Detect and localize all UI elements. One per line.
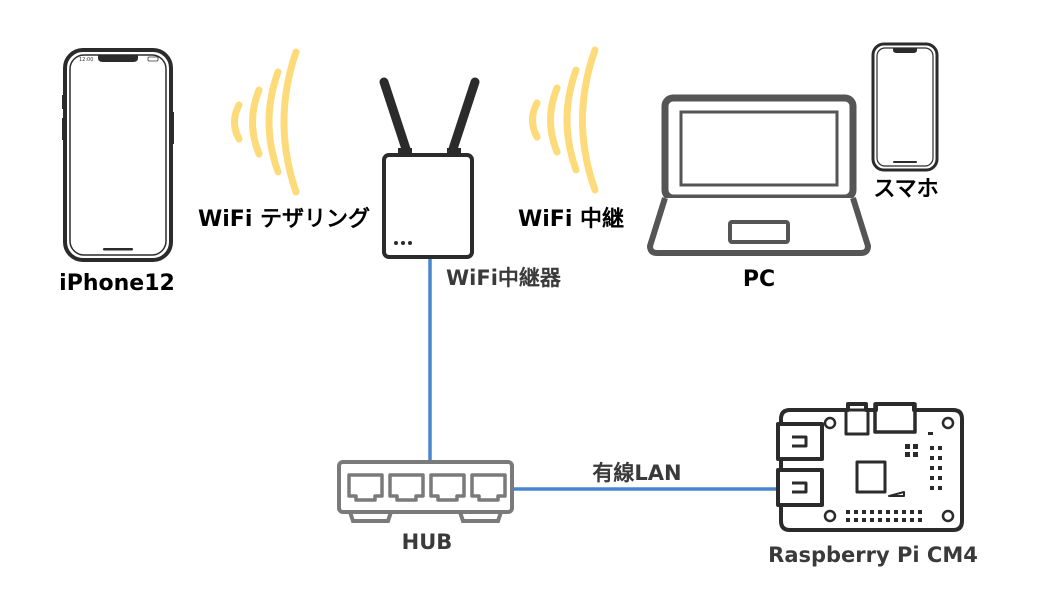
label-hub: HUB — [402, 530, 453, 554]
laptop-icon — [647, 94, 871, 256]
label-raspberry-pi: Raspberry Pi CM4 — [768, 543, 978, 567]
network-hub-icon — [337, 460, 514, 523]
smartphone-small-icon — [871, 42, 939, 172]
wifi-waves-left-icon — [231, 48, 300, 196]
label-relay: WiFi 中継 — [518, 206, 624, 232]
wifi-waves-right-icon — [529, 46, 599, 194]
label-pc: PC — [743, 267, 775, 292]
label-smartphone: スマホ — [873, 177, 938, 202]
label-tethering: WiFi テザリング — [198, 206, 370, 232]
label-repeater: WiFi中継器 — [446, 266, 562, 290]
iphone-icon: 12:00 — [62, 48, 174, 262]
label-wired-lan: 有線LAN — [592, 461, 681, 485]
raspberry-pi-board-icon — [776, 402, 964, 532]
iphone-status-time: 12:00 — [79, 57, 93, 63]
label-iphone: iPhone12 — [59, 271, 175, 296]
wifi-router-icon — [379, 77, 480, 259]
